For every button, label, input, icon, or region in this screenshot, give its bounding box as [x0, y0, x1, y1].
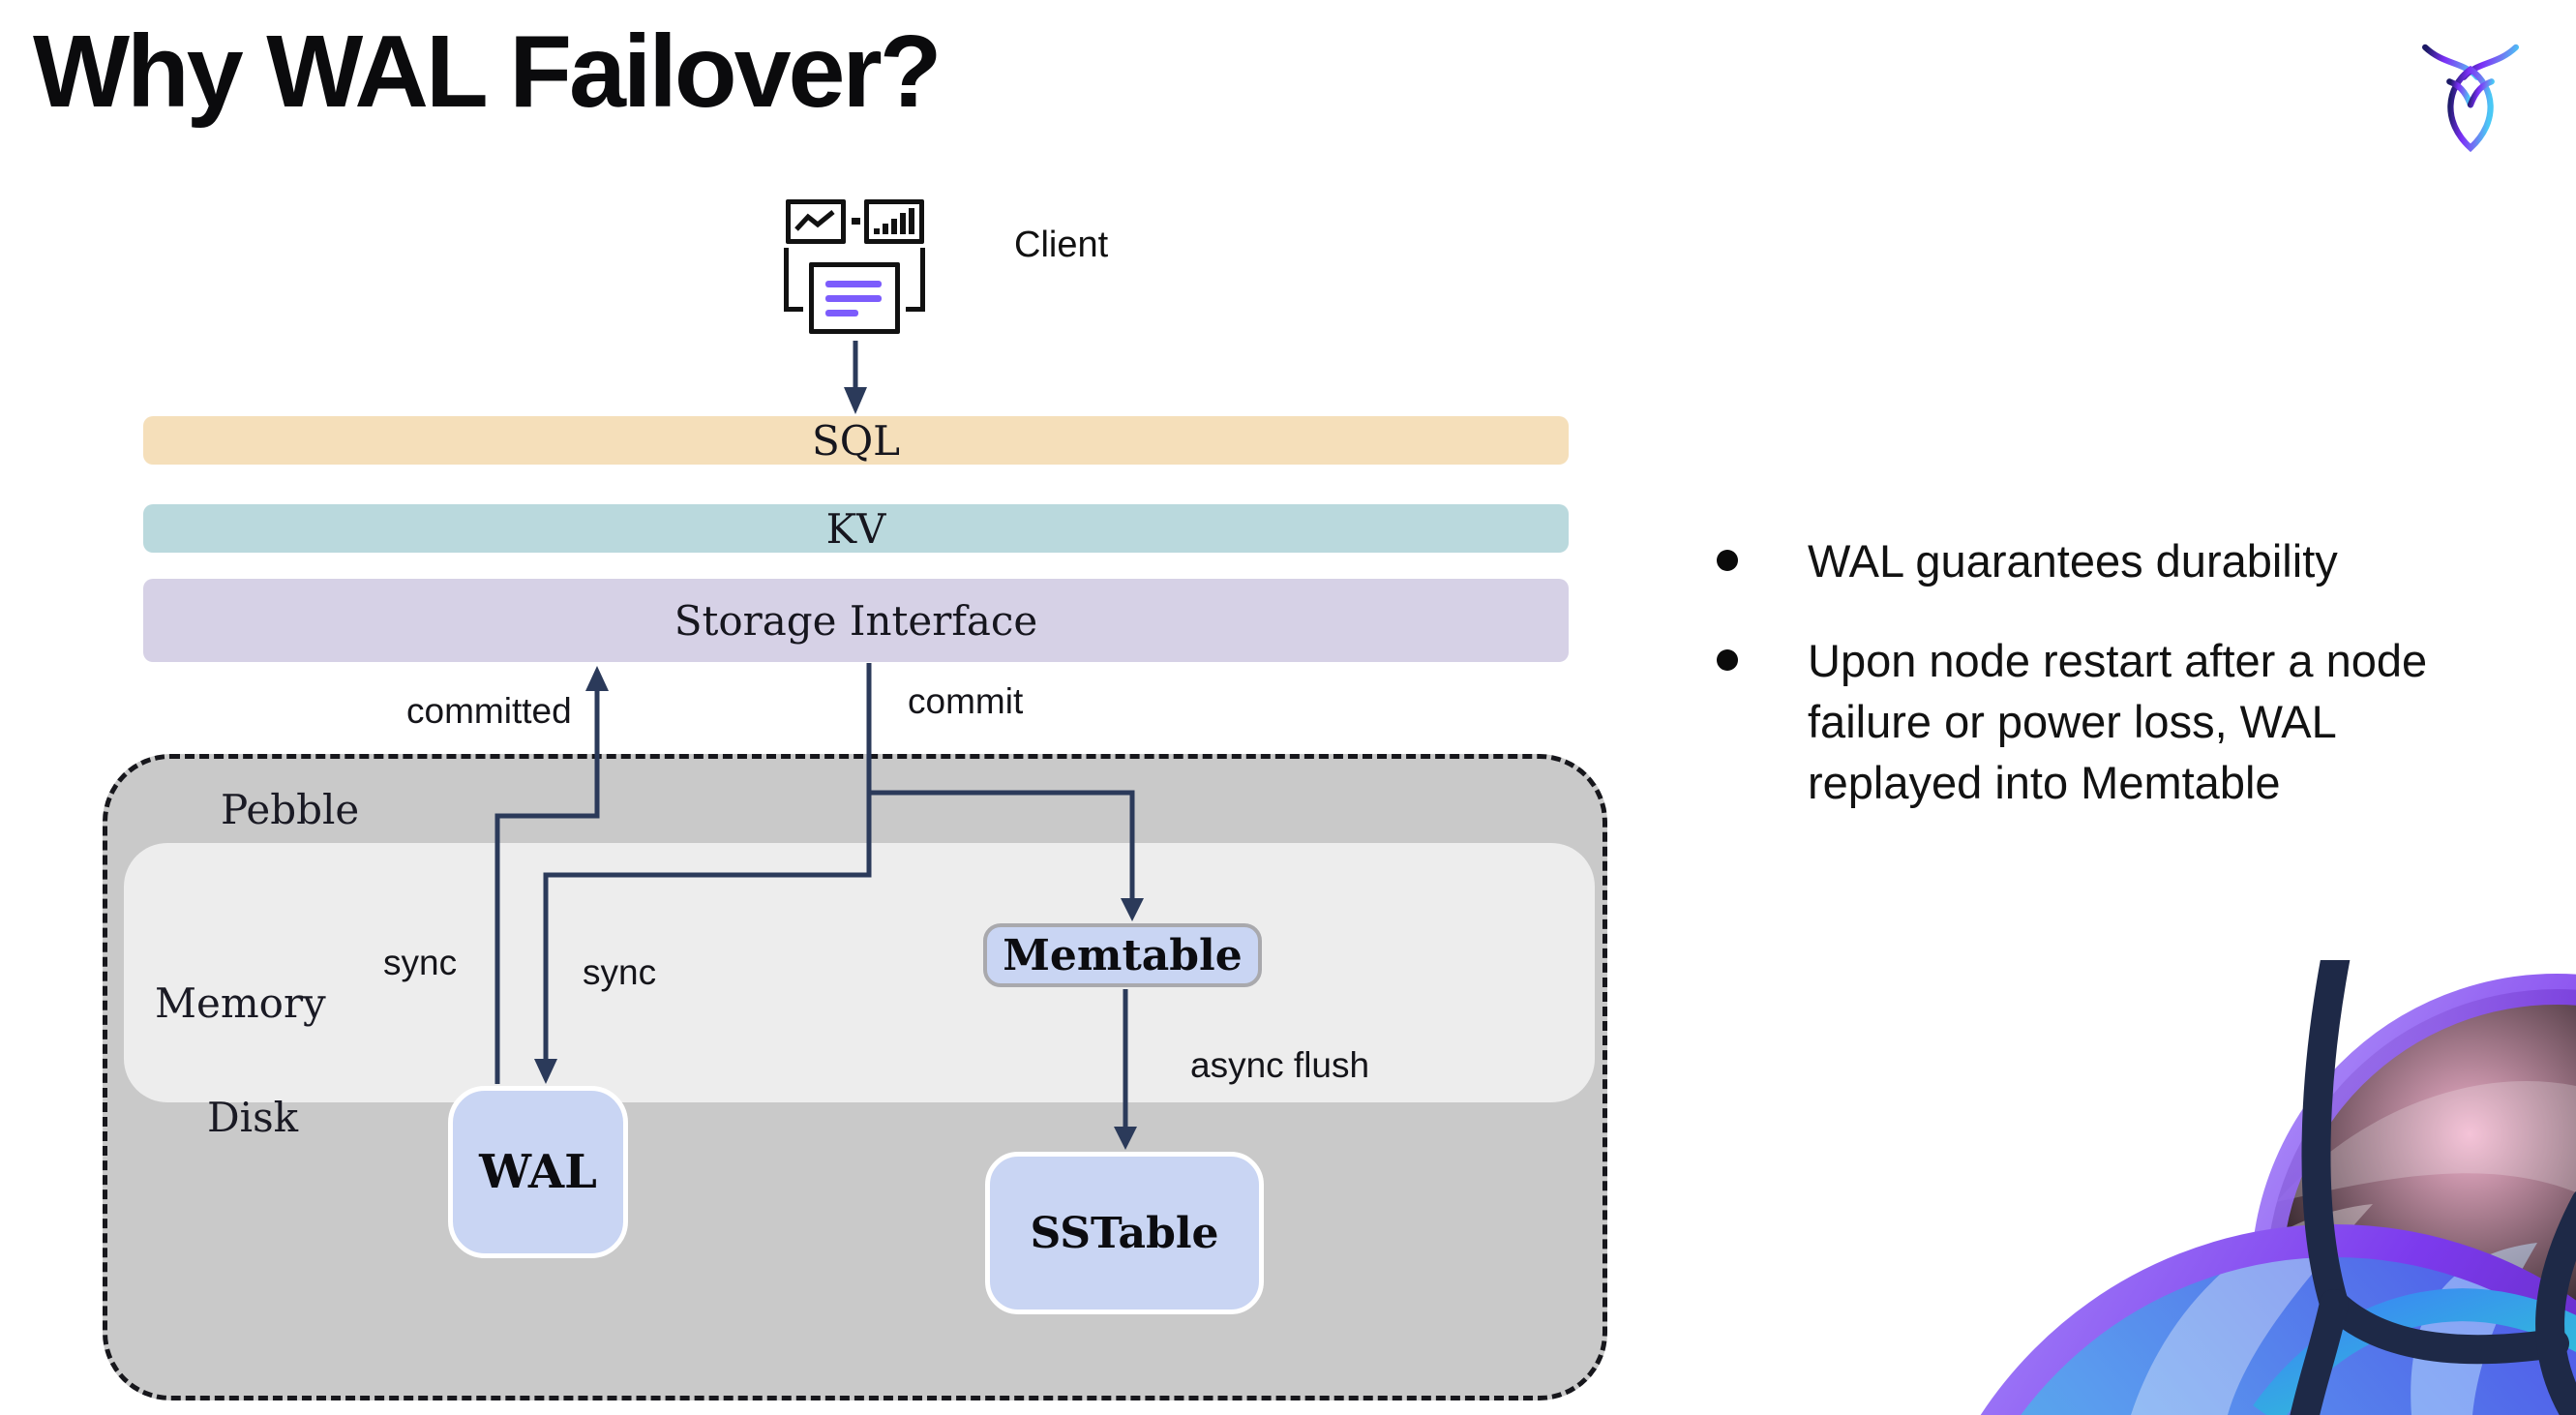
node-wal-label: WAL: [479, 1145, 597, 1199]
edge-label-committed: committed: [406, 691, 572, 731]
chart-line-icon: [786, 199, 846, 244]
node-memtable: Memtable: [983, 923, 1262, 987]
edge-label-async-flush: async flush: [1190, 1045, 1370, 1085]
list-item: WAL guarantees durability: [1705, 530, 2499, 591]
bullet-text: WAL guarantees durability: [1808, 535, 2338, 587]
bracket-left: [784, 248, 803, 312]
edge-label-sync-right: sync: [583, 952, 657, 992]
client-label: Client: [1014, 225, 1109, 265]
dash-connector: [852, 218, 860, 225]
node-wal: WAL: [448, 1086, 628, 1258]
bullet-text: Upon node restart after a node failure o…: [1808, 635, 2428, 808]
memory-zone: [124, 843, 1595, 1102]
list-item: Upon node restart after a node failure o…: [1705, 630, 2499, 813]
bullet-dot: [1717, 550, 1738, 571]
page-title: Why WAL Failover?: [33, 15, 942, 129]
layer-sql-label: SQL: [811, 416, 901, 465]
bullet-list: WAL guarantees durability Upon node rest…: [1705, 530, 2499, 813]
layer-storage-interface: Storage Interface: [143, 579, 1569, 662]
document-icon: [809, 262, 900, 334]
memory-label: Memory: [155, 979, 326, 1027]
layer-kv-label: KV: [825, 504, 886, 553]
layer-sql: SQL: [143, 416, 1569, 465]
edge-label-commit: commit: [908, 681, 1024, 721]
node-sstable: SSTable: [985, 1152, 1264, 1314]
bullet-dot: [1717, 649, 1738, 671]
layer-kv: KV: [143, 504, 1569, 553]
corner-art: [1980, 960, 2576, 1415]
edge-label-sync-left: sync: [383, 943, 458, 982]
cockroachdb-logo-icon: [2421, 44, 2519, 153]
node-sstable-label: SSTable: [1030, 1208, 1219, 1258]
chart-bar-icon: [864, 199, 924, 244]
disk-label: Disk: [207, 1094, 299, 1141]
bracket-right: [906, 248, 925, 312]
layer-storage-label: Storage Interface: [674, 596, 1038, 645]
pebble-label: Pebble: [221, 786, 360, 833]
node-memtable-label: Memtable: [1003, 930, 1243, 980]
